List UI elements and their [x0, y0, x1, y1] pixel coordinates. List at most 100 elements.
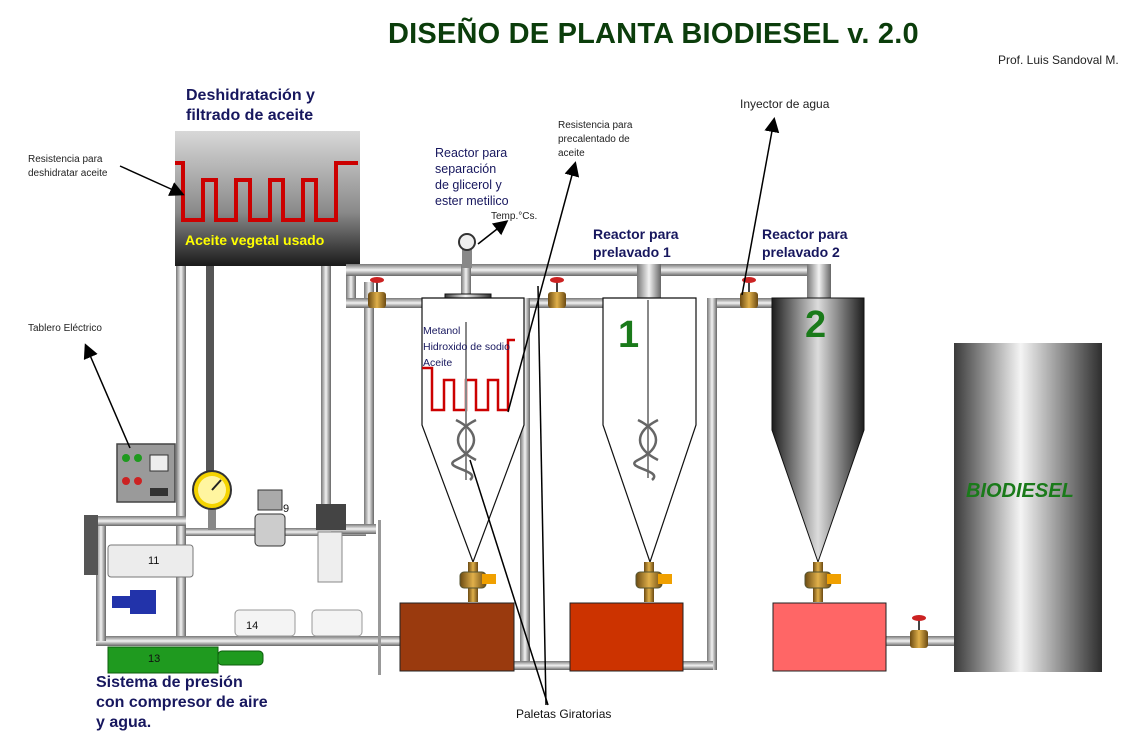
- temperature-label: Temp.°Cs.: [491, 211, 538, 222]
- dehydration-label-line: Deshidratación y: [186, 87, 315, 104]
- preheat-heater: [422, 338, 515, 412]
- resistance-preheat-line: precalentado de: [558, 134, 630, 145]
- annotation-arrow: [741, 117, 780, 296]
- pipe: [321, 266, 331, 506]
- resistance-preheat-line: Resistencia para: [558, 120, 633, 131]
- annotation-arrow: [537, 285, 547, 706]
- used-oil-label: Aceite vegetal usado: [185, 232, 325, 248]
- pipe: [331, 524, 376, 534]
- pipe: [461, 264, 471, 294]
- pressure-system-line: Sistema de presión: [96, 674, 243, 691]
- drain-valve: [804, 562, 841, 602]
- drain-valve: [459, 562, 496, 602]
- pipe: [206, 266, 214, 476]
- annotation-arrow: [477, 220, 509, 245]
- pipe: [364, 282, 374, 532]
- bottom-pipe: [96, 636, 406, 646]
- reactor-separation-line: ester metilico: [435, 194, 509, 208]
- reactor-separation-line: de glicerol y: [435, 178, 502, 192]
- pipe: [514, 661, 574, 670]
- prewash-reactor-2: [771, 297, 865, 564]
- reactor-contents-line: Hidroxido de sodio: [423, 341, 510, 353]
- pressure-system-label: Sistema de presión con compresor de aire…: [96, 673, 268, 733]
- inline-valve: [910, 615, 928, 648]
- pipe: [707, 298, 717, 670]
- prewash1-label: Reactor para prelavado 1: [593, 225, 679, 261]
- reactor-separation-line: Reactor para: [435, 146, 508, 160]
- reactor-contents-label: Metanol Hidroxido de sodio Aceite: [423, 323, 510, 371]
- paddle-icon: [633, 418, 659, 481]
- resistance-dehydrate-line: Resistencia para: [28, 154, 103, 165]
- biodiesel-tank: [954, 343, 1102, 672]
- component: [311, 609, 363, 637]
- pipe: [346, 298, 446, 308]
- dehydration-tank: [175, 131, 360, 266]
- reactor-contents-line: Metanol: [423, 325, 461, 337]
- pipe: [84, 515, 98, 575]
- pipe: [96, 516, 186, 526]
- separation-reactor: [421, 233, 525, 564]
- paddle-icon: [451, 418, 477, 481]
- prewash1-line: Reactor para: [593, 226, 679, 242]
- header-pipe: [346, 264, 831, 276]
- component-11: [107, 544, 194, 578]
- resistance-preheat-line: aceite: [558, 148, 585, 159]
- pipe: [807, 264, 831, 298]
- drain-valve: [635, 562, 672, 602]
- annotation-arrow: [83, 343, 131, 449]
- collection-tank-2: [569, 602, 684, 672]
- prewash2-label: Reactor para prelavado 2: [762, 225, 848, 261]
- pipe: [346, 266, 356, 306]
- prewash2-line: Reactor para: [762, 226, 848, 242]
- rotating-paddles-label: Paletas Giratorias: [516, 707, 612, 721]
- component-14-label: 14: [246, 620, 259, 632]
- annotation-arrow: [119, 165, 185, 196]
- pressure-system-line: y agua.: [96, 714, 152, 731]
- pipe: [176, 266, 186, 641]
- pipe: [96, 516, 106, 641]
- inline-valve: [368, 277, 386, 308]
- prewash1-line: prelavado 1: [593, 244, 671, 260]
- pipe: [530, 298, 605, 308]
- dehydration-label: Deshidratación y filtrado de aceite: [186, 86, 315, 126]
- electric-panel: [116, 443, 176, 503]
- pipe: [683, 661, 713, 670]
- component-13-label: 13: [148, 653, 161, 665]
- air-compressor: [107, 646, 219, 674]
- component-11-label: 11: [148, 555, 160, 567]
- prewash-reactor-1: [602, 297, 697, 564]
- prewash2-line: prelavado 2: [762, 244, 840, 260]
- dehydration-label-line: filtrado de aceite: [186, 107, 314, 124]
- pressure-system-line: con compresor de aire: [96, 694, 268, 711]
- reactor2-number: 2: [805, 304, 827, 346]
- pressure-regulator: [254, 489, 286, 547]
- reactor-separation-label: Reactor para separación de glicerol y es…: [435, 145, 509, 209]
- reactor-contents-line: Aceite: [423, 357, 453, 369]
- thermometer-gauge-icon: [458, 233, 476, 251]
- author-credit: Prof. Luis Sandoval M.: [998, 53, 1119, 67]
- pressure-gauge-icon: [192, 470, 232, 530]
- resistance-preheat-label: Resistencia para precalentado de aceite: [558, 119, 632, 161]
- page-title: DISEÑO DE PLANTA BIODIESEL v. 2.0: [388, 18, 919, 50]
- reactor-separation-line: separación: [435, 162, 497, 176]
- component-14: [234, 609, 296, 637]
- electric-panel-label: Tablero Eléctrico: [28, 323, 102, 334]
- annotation-arrow: [507, 161, 580, 413]
- dehydration-heater: [175, 161, 358, 222]
- component-9-label: 9: [283, 503, 290, 515]
- air-compressor-motor: [217, 650, 264, 666]
- water-injector-label: Inyector de agua: [740, 97, 830, 111]
- collection-tank-3: [772, 602, 887, 672]
- inline-valve: [548, 277, 566, 308]
- collection-tank-1: [399, 602, 515, 672]
- pipe: [520, 298, 530, 670]
- pipe: [378, 520, 381, 675]
- annotation-arrow: [469, 459, 549, 706]
- biodiesel-label: BIODIESEL: [966, 480, 1074, 502]
- resistance-dehydrate-line: deshidratar aceite: [28, 168, 108, 179]
- resistance-dehydrate-label: Resistencia para deshidratar aceite: [28, 153, 108, 181]
- reactor1-number: 1: [618, 314, 640, 356]
- water-pump-icon: [112, 590, 156, 614]
- pipe: [637, 264, 661, 298]
